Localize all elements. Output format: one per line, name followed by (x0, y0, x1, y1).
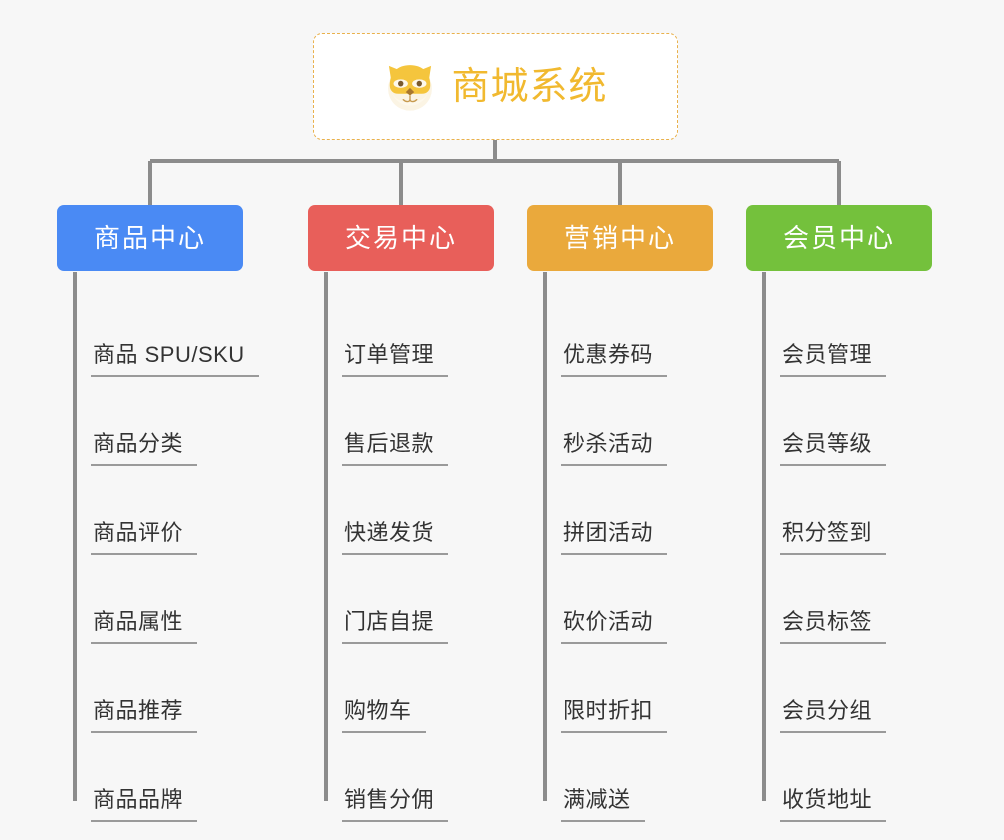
list-item[interactable]: 积分签到 (764, 466, 932, 555)
leaf-label: 积分签到 (780, 522, 887, 555)
leaf-list-product: 商品 SPU/SKU 商品分类 商品评价 商品属性 商品推荐 商品品牌 (57, 271, 259, 822)
list-item[interactable]: 会员分组 (764, 644, 932, 733)
list-item[interactable]: 商品推荐 (75, 644, 243, 733)
leaf-label: 商品属性 (91, 611, 198, 644)
list-item[interactable]: 售后退款 (326, 377, 494, 466)
category-header-marketing[interactable]: 营销中心 (527, 205, 713, 271)
category-label: 交易中心 (344, 223, 457, 253)
leaf-label: 商品评价 (91, 522, 198, 555)
leaf-label: 会员等级 (780, 433, 887, 466)
leaf-label: 商品品牌 (91, 789, 198, 822)
leaf-label: 优惠券码 (561, 344, 668, 377)
leaf-label: 商品推荐 (91, 700, 198, 733)
leaf-label: 满减送 (561, 789, 645, 822)
branch-column-marketing: 营销中心 优惠券码 秒杀活动 拼团活动 砍价活动 限时折扣 满减送 (527, 205, 713, 822)
list-item[interactable]: 会员标签 (764, 555, 932, 644)
leaf-label: 售后退款 (342, 433, 449, 466)
leaf-label: 收货地址 (780, 789, 887, 822)
list-item[interactable]: 购物车 (326, 644, 494, 733)
leaf-label: 购物车 (342, 700, 426, 733)
category-header-trade[interactable]: 交易中心 (308, 205, 494, 271)
leaf-label: 商品分类 (91, 433, 198, 466)
leaf-label: 砍价活动 (561, 611, 668, 644)
leaf-label: 秒杀活动 (561, 433, 668, 466)
list-item[interactable]: 限时折扣 (545, 644, 713, 733)
list-item[interactable]: 商品品牌 (75, 733, 243, 822)
category-label: 营销中心 (563, 223, 676, 253)
list-item[interactable]: 会员等级 (764, 377, 932, 466)
list-item[interactable]: 砍价活动 (545, 555, 713, 644)
list-item[interactable]: 商品分类 (75, 377, 243, 466)
list-item[interactable]: 快递发货 (326, 466, 494, 555)
root-title: 商城系统 (451, 65, 608, 108)
list-item[interactable]: 订单管理 (326, 288, 494, 377)
list-item[interactable]: 商品属性 (75, 555, 243, 644)
list-item[interactable]: 满减送 (545, 733, 713, 822)
list-item[interactable]: 拼团活动 (545, 466, 713, 555)
leaf-label: 订单管理 (342, 344, 449, 377)
branch-column-member: 会员中心 会员管理 会员等级 积分签到 会员标签 会员分组 收货地址 (746, 205, 932, 822)
branch-column-trade: 交易中心 订单管理 售后退款 快递发货 门店自提 购物车 销售分佣 (308, 205, 494, 822)
root-node[interactable]: 商城系统 (313, 33, 678, 140)
list-item[interactable]: 商品评价 (75, 466, 243, 555)
category-label: 商品中心 (93, 223, 206, 253)
list-item[interactable]: 秒杀活动 (545, 377, 713, 466)
list-item[interactable]: 门店自提 (326, 555, 494, 644)
category-header-product[interactable]: 商品中心 (57, 205, 243, 271)
category-header-member[interactable]: 会员中心 (746, 205, 932, 271)
leaf-label: 商品 SPU/SKU (91, 344, 259, 377)
leaf-label: 会员管理 (780, 344, 887, 377)
dog-face-icon (388, 64, 433, 111)
leaf-label: 会员分组 (780, 700, 887, 733)
leaf-label: 限时折扣 (561, 700, 668, 733)
branch-column-product: 商品中心 商品 SPU/SKU 商品分类 商品评价 商品属性 商品推荐 商品品牌 (57, 205, 259, 822)
category-label: 会员中心 (782, 223, 895, 253)
leaf-list-marketing: 优惠券码 秒杀活动 拼团活动 砍价活动 限时折扣 满减送 (527, 271, 713, 822)
leaf-label: 销售分佣 (342, 789, 449, 822)
leaf-list-member: 会员管理 会员等级 积分签到 会员标签 会员分组 收货地址 (746, 271, 932, 822)
list-item[interactable]: 销售分佣 (326, 733, 494, 822)
list-item[interactable]: 商品 SPU/SKU (75, 288, 259, 377)
list-item[interactable]: 优惠券码 (545, 288, 713, 377)
leaf-label: 快递发货 (342, 522, 449, 555)
leaf-list-trade: 订单管理 售后退款 快递发货 门店自提 购物车 销售分佣 (308, 271, 494, 822)
leaf-label: 会员标签 (780, 611, 887, 644)
leaf-label: 拼团活动 (561, 522, 668, 555)
list-item[interactable]: 收货地址 (764, 733, 932, 822)
list-item[interactable]: 会员管理 (764, 288, 932, 377)
leaf-label: 门店自提 (342, 611, 449, 644)
